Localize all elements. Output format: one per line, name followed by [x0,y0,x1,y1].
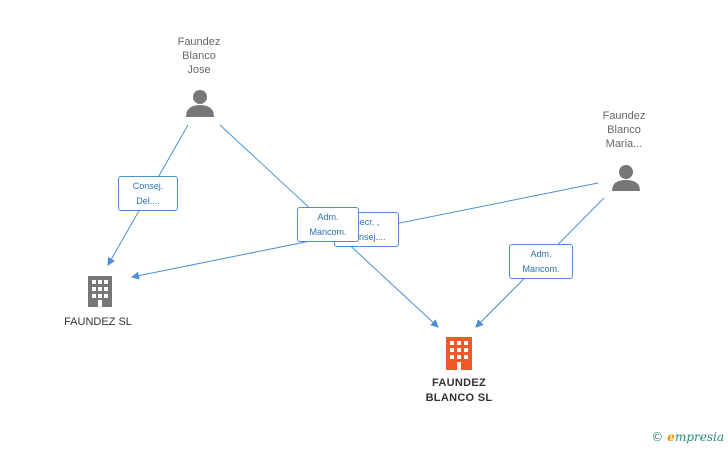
building-icon[interactable] [446,337,472,370]
person-name-jose[interactable]: Faundez Blanco Jose [177,36,221,76]
company-name-faundez-blanco-sl[interactable]: FAUNDEZ BLANCO SL [425,377,493,404]
building-icon[interactable] [88,276,112,307]
copyright-icon: © [651,430,664,444]
edge-label-consej[interactable]: Consej. Del.... [118,176,178,211]
brand-logo: ©empresia [651,430,724,444]
company-name-faundez-sl[interactable]: FAUNDEZ SL [64,316,132,328]
edge-label-adm-mancom[interactable]: Adm. Mancom. [509,244,573,279]
person-icon[interactable] [612,165,640,191]
edge-label-adm-mancom[interactable]: Adm. Mancom. [297,207,359,242]
person-name-maria[interactable]: Faundez Blanco Maria... [602,110,646,150]
person-icon[interactable] [186,90,214,117]
